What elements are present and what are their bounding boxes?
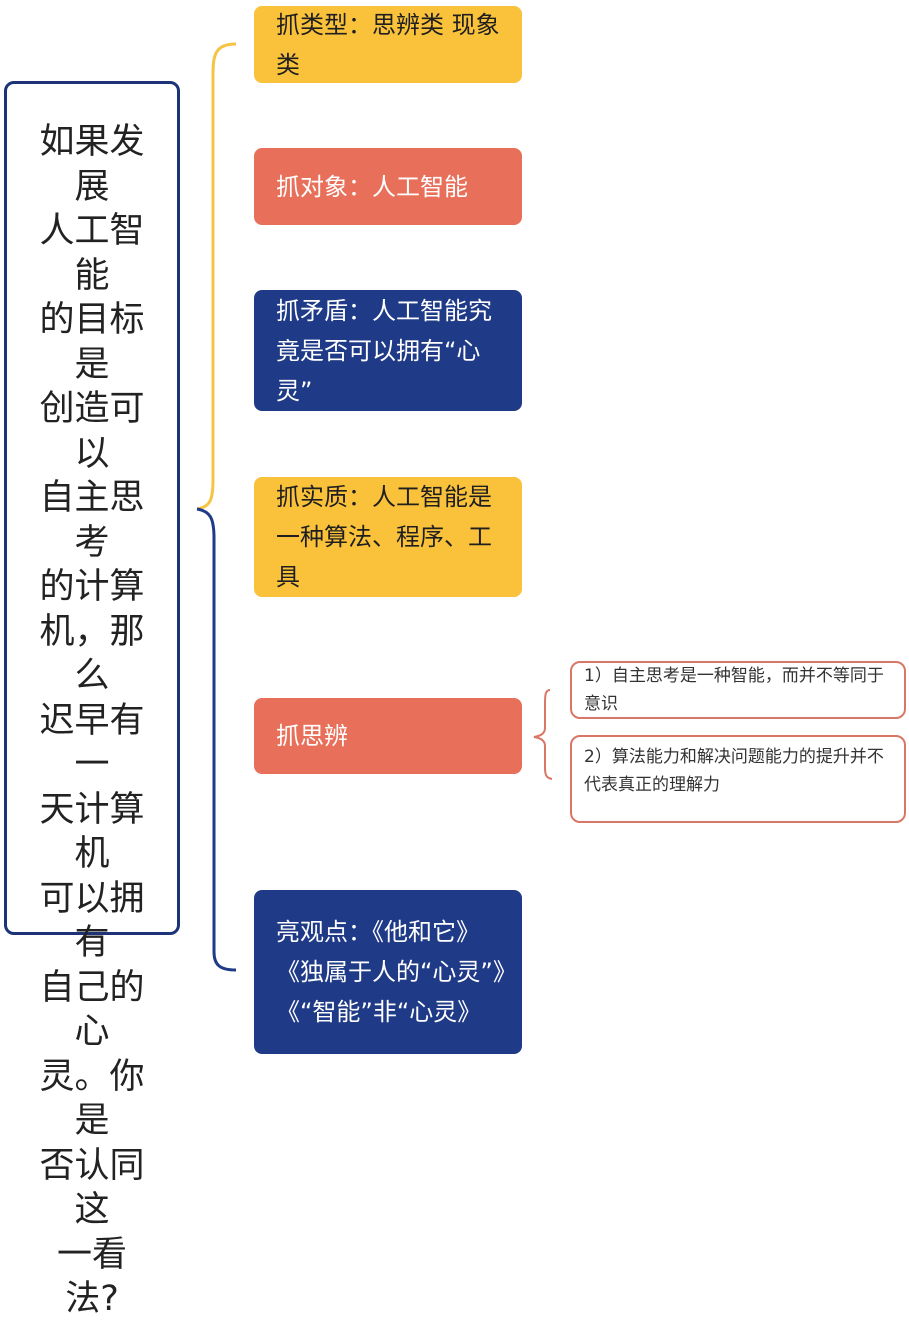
- subbranch-1-text: 1）自主思考是一种智能，而并不等同于意识: [584, 666, 884, 714]
- branch-viewpoint[interactable]: 亮观点：《他和它》《独属于人的“心灵”》《“智能”非“心灵》: [254, 890, 522, 1054]
- branch-contradiction-text: 抓矛盾：人工智能究竟是否可以拥有“心灵”: [276, 296, 492, 405]
- connector-upper: [196, 42, 237, 511]
- connector-sub: [533, 689, 553, 780]
- root-topic-text: 如果发展 人工智能 的目标是 创造可以 自主思考 的计算 机，那么 迟早有一 天…: [39, 122, 145, 1319]
- branch-type[interactable]: 抓类型：思辨类 现象类: [254, 6, 522, 83]
- connector-lower: [196, 507, 237, 972]
- branch-essence[interactable]: 抓实质：人工智能是一种算法、程序、工具: [254, 477, 522, 597]
- branch-type-text: 抓类型：思辨类 现象类: [276, 10, 500, 79]
- branch-reasoning[interactable]: 抓思辨: [254, 698, 522, 774]
- subbranch-2[interactable]: 2）算法能力和解决问题能力的提升并不代表真正的理解力: [570, 735, 906, 823]
- branch-viewpoint-text: 亮观点：《他和它》《独属于人的“心灵”》《“智能”非“心灵》: [276, 918, 505, 1026]
- branch-object-text: 抓对象：人工智能: [276, 172, 468, 201]
- subbranch-1[interactable]: 1）自主思考是一种智能，而并不等同于意识: [570, 661, 906, 719]
- subbranch-2-text: 2）算法能力和解决问题能力的提升并不代表真正的理解力: [584, 747, 884, 795]
- branch-contradiction[interactable]: 抓矛盾：人工智能究竟是否可以拥有“心灵”: [254, 290, 522, 411]
- branch-essence-text: 抓实质：人工智能是一种算法、程序、工具: [276, 483, 492, 591]
- branch-reasoning-text: 抓思辨: [276, 722, 348, 750]
- connector-lines: [196, 42, 553, 972]
- root-topic-box[interactable]: [4, 81, 180, 935]
- branch-object[interactable]: 抓对象：人工智能: [254, 148, 522, 225]
